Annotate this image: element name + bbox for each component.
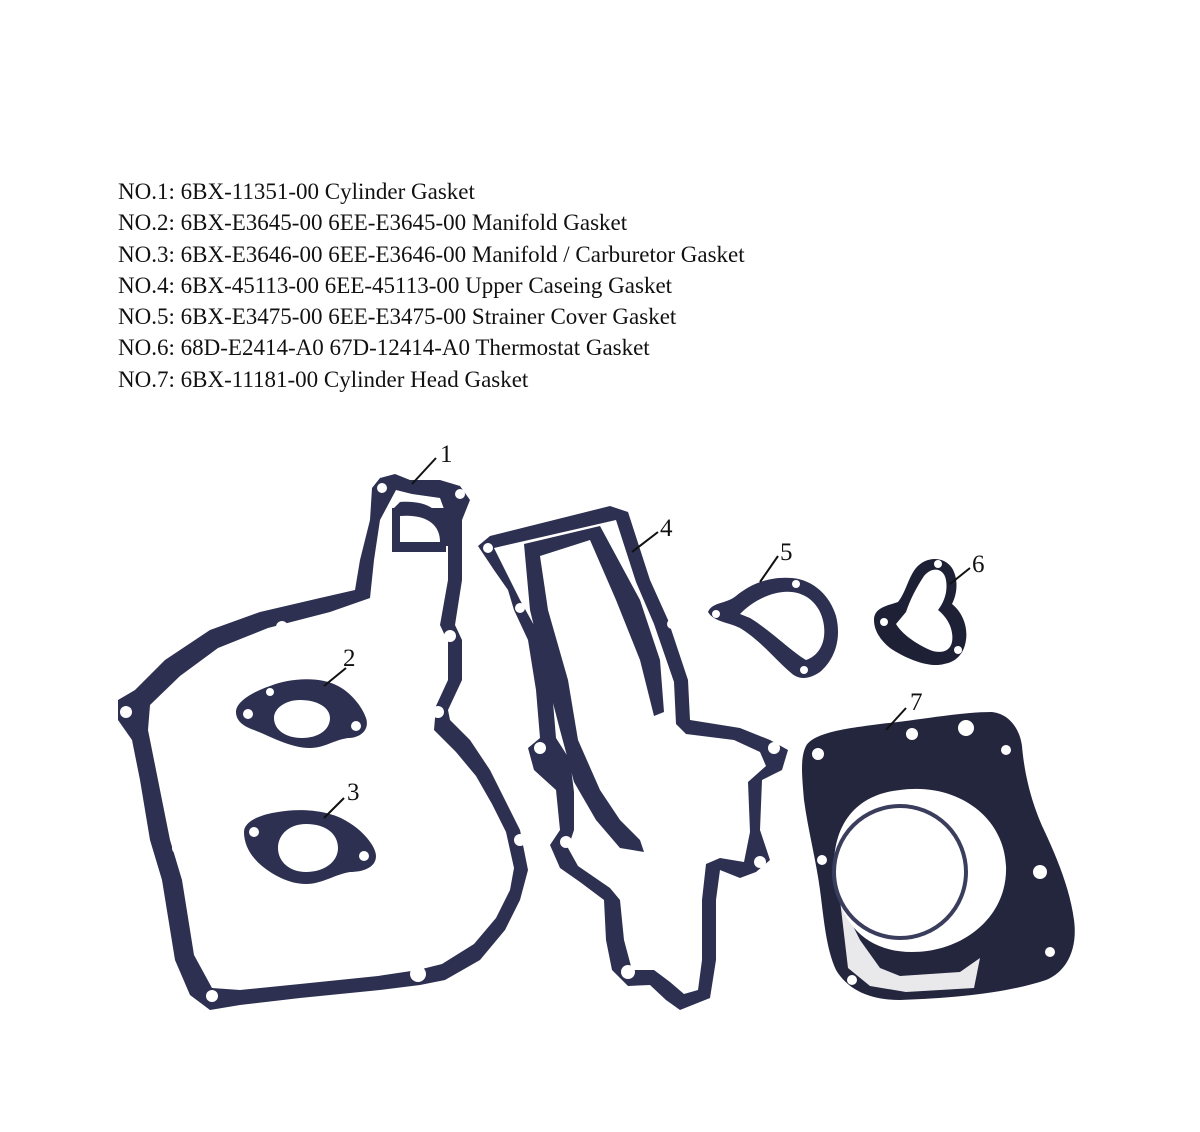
part-line-1: NO.1: 6BX-11351-00 Cylinder Gasket bbox=[118, 176, 745, 207]
leader-line-6 bbox=[949, 567, 971, 585]
part-number-label: NO.5: bbox=[118, 304, 175, 330]
leader-line-7 bbox=[885, 707, 907, 731]
callout-1: 1 bbox=[440, 441, 453, 468]
callout-4: 4 bbox=[660, 515, 673, 542]
part-line-7: NO.7: 6BX-11181-00 Cylinder Head Gasket bbox=[118, 364, 745, 395]
part-number-label: NO.6: bbox=[118, 335, 175, 361]
part-line-6: NO.6: 68D-E2414-A0 67D-12414-A0 Thermost… bbox=[118, 332, 745, 363]
part-number-label: NO.7: bbox=[118, 366, 175, 392]
leader-line-2 bbox=[323, 667, 347, 687]
leader-line-1 bbox=[411, 457, 437, 485]
part-description: 6BX-E3645-00 6EE-E3645-00 Manifold Gaske… bbox=[180, 210, 628, 236]
callout-2: 2 bbox=[343, 645, 356, 672]
part-description: 6BX-E3475-00 6EE-E3475-00 Strainer Cover… bbox=[180, 304, 677, 330]
gasket-2-manifold bbox=[236, 679, 367, 748]
part-line-3: NO.3: 6BX-E3646-00 6EE-E3646-00 Manifold… bbox=[118, 239, 745, 270]
callouts: 1 2 3 4 5 6 7 bbox=[323, 441, 985, 819]
part-number-label: NO.1: bbox=[118, 179, 175, 204]
callout-7: 7 bbox=[910, 689, 923, 716]
part-number-label: NO.2: bbox=[118, 210, 175, 236]
callout-3: 3 bbox=[347, 779, 360, 806]
callout-6: 6 bbox=[972, 551, 985, 578]
part-description: 6BX-E3646-00 6EE-E3646-00 Manifold / Car… bbox=[180, 241, 745, 267]
gasket-5-strainer bbox=[708, 577, 839, 678]
part-description: 6BX-11351-00 Cylinder Gasket bbox=[180, 179, 475, 204]
part-description: 6BX-11181-00 Cylinder Head Gasket bbox=[180, 366, 529, 392]
parts-list: NO.1: 6BX-11351-00 Cylinder Gasket NO.2:… bbox=[118, 176, 745, 395]
leader-line-4 bbox=[631, 531, 659, 553]
leader-line-3 bbox=[323, 797, 345, 819]
part-number-label: NO.3: bbox=[118, 241, 175, 267]
part-description: 68D-E2414-A0 67D-12414-A0 Thermostat Gas… bbox=[180, 335, 650, 361]
part-line-5: NO.5: 6BX-E3475-00 6EE-E3475-00 Strainer… bbox=[118, 301, 745, 332]
gasket-4-upper-casing bbox=[478, 506, 788, 1010]
gasket-7-cylinder-head bbox=[802, 712, 1075, 1000]
part-number-label: NO.4: bbox=[118, 272, 175, 298]
leader-line-5 bbox=[759, 555, 779, 583]
part-line-2: NO.2: 6BX-E3645-00 6EE-E3645-00 Manifold… bbox=[118, 207, 745, 238]
part-description: 6BX-45113-00 6EE-45113-00 Upper Caseing … bbox=[180, 272, 673, 298]
part-line-4: NO.4: 6BX-45113-00 6EE-45113-00 Upper Ca… bbox=[118, 270, 745, 301]
gasket-3-carburetor bbox=[244, 810, 376, 884]
gasket-1-cylinder bbox=[118, 474, 528, 1010]
callout-5: 5 bbox=[780, 539, 793, 566]
gasket-6-thermostat bbox=[874, 559, 967, 666]
